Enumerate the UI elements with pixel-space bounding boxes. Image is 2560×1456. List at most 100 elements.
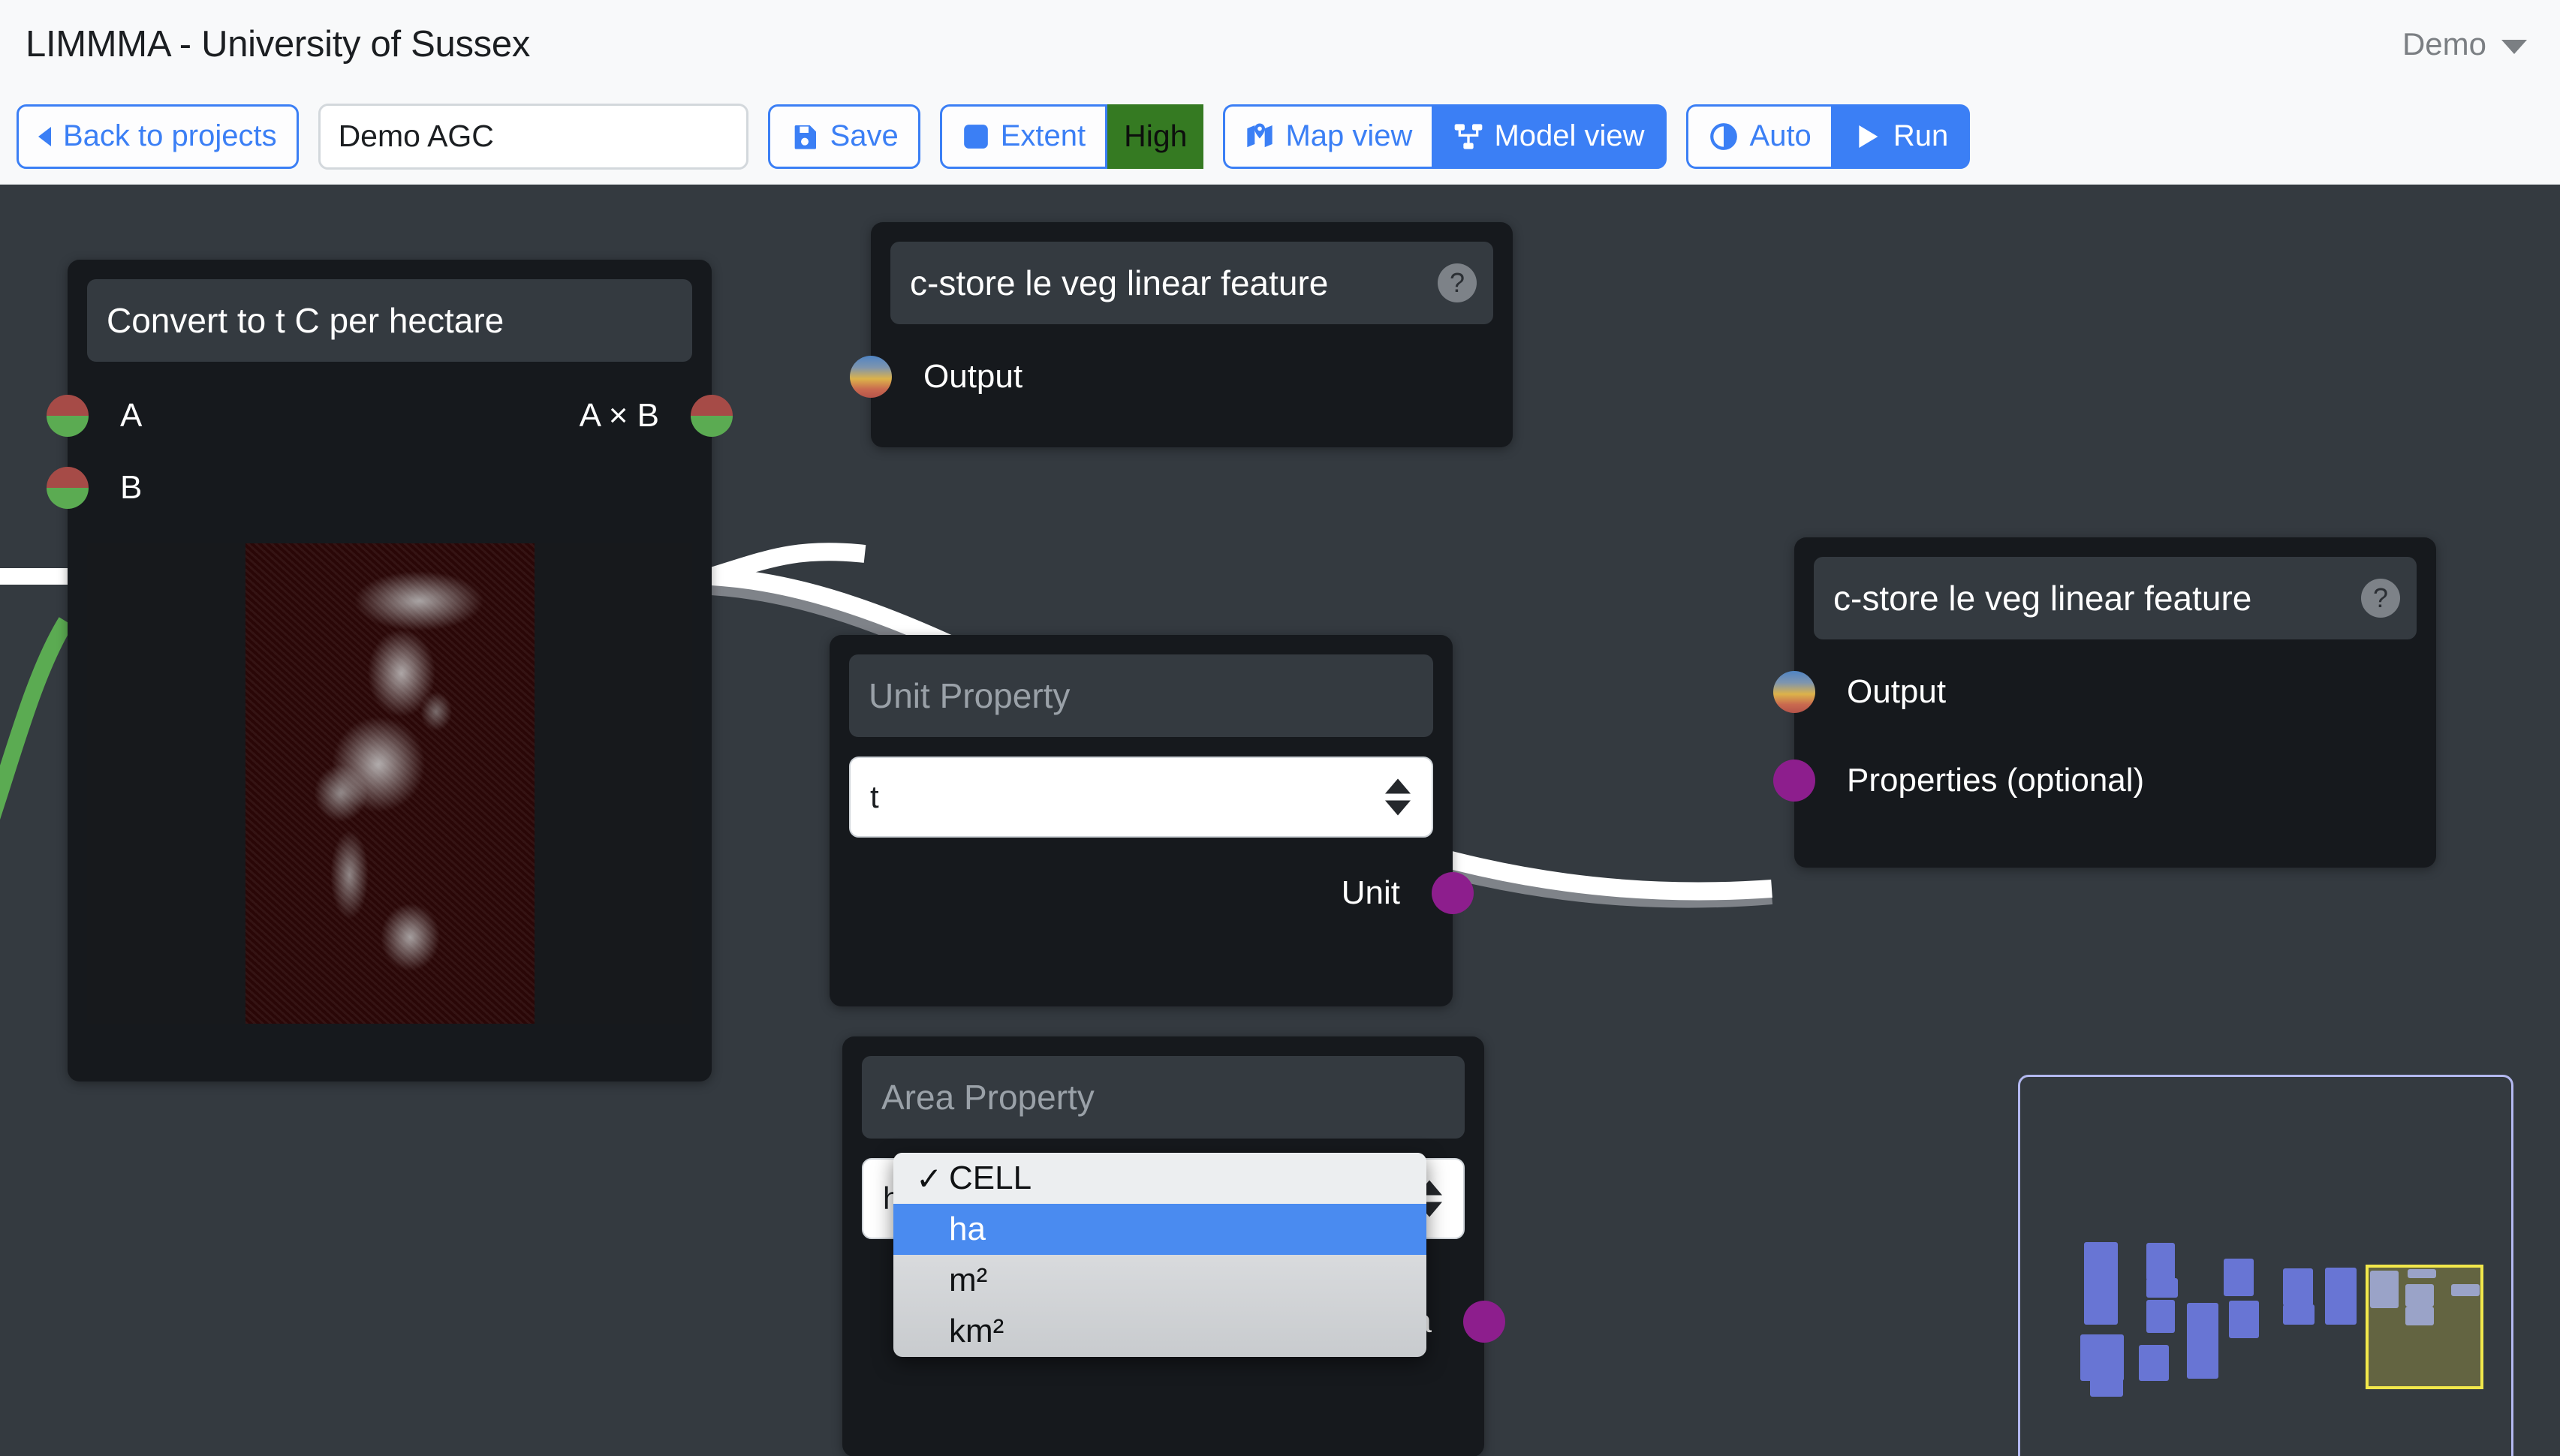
port-row-axb[interactable]: A × B [68, 380, 733, 452]
dropdown-option-label: m² [949, 1262, 988, 1298]
floppy-disk-icon [790, 122, 820, 152]
run-group: Auto Run [1685, 104, 1971, 169]
raster-preview-image [245, 543, 535, 1024]
node-graph-icon [1453, 122, 1483, 152]
unit-select-wrap: t [849, 757, 1433, 838]
chevron-left-icon [38, 126, 51, 146]
toggle-half-icon [1708, 121, 1739, 152]
extent-button[interactable]: Extent [939, 104, 1108, 169]
node-title-text: c-store le veg linear feature [1833, 579, 2252, 618]
model-canvas[interactable]: Convert to t C per hectare A A × B B c-s… [0, 185, 2560, 1456]
minimap-node [2224, 1259, 2254, 1296]
minimap-node [2325, 1268, 2357, 1325]
port-row-a[interactable]: A [47, 380, 712, 452]
node-title-text: c-store le veg linear feature [910, 263, 1329, 302]
node-title[interactable]: c-store le veg linear feature ? [890, 242, 1493, 324]
square-icon [962, 122, 990, 151]
node-title-area-property[interactable]: Area Property [862, 1056, 1465, 1139]
dropdown-option-ha[interactable]: ha [893, 1204, 1426, 1255]
minimap-node [2090, 1379, 2123, 1397]
minimap-node [2080, 1334, 2124, 1381]
port-output[interactable] [850, 356, 892, 398]
back-to-projects-button[interactable]: Back to projects [17, 104, 299, 169]
help-icon[interactable]: ? [1438, 263, 1477, 302]
minimap-panel[interactable] [2018, 1075, 2513, 1456]
chevron-down-icon [2501, 39, 2527, 54]
app-header: LIMMMA - University of Sussex Demo [0, 0, 2560, 89]
port-unit[interactable] [1432, 872, 1474, 914]
minimap-node [2139, 1345, 2169, 1381]
port-axb-label: A × B [579, 397, 659, 434]
area-unit-dropdown-menu[interactable]: ✓ CELL ha m² km² [893, 1153, 1426, 1357]
dropdown-option-label: CELL [949, 1160, 1032, 1196]
dropdown-option-label: km² [949, 1313, 1004, 1349]
model-view-label: Model view [1494, 119, 1645, 152]
minimap-node [2146, 1278, 2178, 1298]
minimap-node [2146, 1300, 2175, 1333]
dropdown-option-km2[interactable]: km² [893, 1306, 1426, 1357]
node-title[interactable]: Convert to t C per hectare [87, 279, 692, 362]
help-icon[interactable]: ? [2361, 579, 2400, 618]
auto-label: Auto [1749, 119, 1812, 152]
back-to-projects-label: Back to projects [63, 119, 277, 152]
port-row-properties[interactable]: Properties (optional) [1773, 745, 2436, 817]
user-menu-button[interactable]: Demo [2402, 26, 2527, 62]
project-name-input[interactable] [318, 103, 748, 170]
port-properties-label: Properties (optional) [1847, 762, 2145, 799]
minimap-node [2283, 1304, 2315, 1325]
port-a[interactable] [47, 395, 89, 437]
minimap-node [2146, 1243, 2175, 1280]
node-cstore-le-veg-linear-feature-top[interactable]: c-store le veg linear feature ? Output [850, 222, 1513, 447]
dropdown-option-cell[interactable]: ✓ CELL [893, 1153, 1426, 1204]
map-view-label: Map view [1285, 119, 1413, 152]
toolbar: Back to projects Save Extent High Map vi… [0, 89, 2560, 185]
extent-label: Extent [1000, 119, 1086, 152]
run-button[interactable]: Run [1830, 104, 1971, 169]
play-icon [1853, 122, 1883, 152]
minimap-node [2084, 1242, 2118, 1325]
save-label: Save [830, 119, 899, 152]
minimap-node-in-view [2405, 1284, 2434, 1307]
port-output[interactable] [1773, 671, 1815, 713]
stepper-icon[interactable] [1385, 778, 1411, 816]
port-axb[interactable] [691, 395, 733, 437]
port-b-label: B [120, 469, 143, 506]
node-cstore-le-veg-linear-feature-right[interactable]: c-store le veg linear feature ? Output P… [1773, 537, 2436, 868]
dropdown-option-m2[interactable]: m² [893, 1255, 1426, 1306]
node-title[interactable]: c-store le veg linear feature ? [1814, 557, 2417, 639]
edge-axb-to-cstore-top [709, 543, 866, 585]
minimap-node-in-view [2370, 1271, 2399, 1308]
port-area[interactable] [1463, 1301, 1505, 1343]
model-view-button[interactable]: Model view [1432, 104, 1667, 169]
map-pin-icon [1245, 122, 1275, 152]
auto-toggle-button[interactable]: Auto [1685, 104, 1831, 169]
minimap-node [2187, 1357, 2218, 1379]
port-output-label: Output [1847, 673, 1947, 710]
port-output-label: Output [923, 358, 1023, 395]
resolution-quality-badge[interactable]: High [1107, 104, 1204, 169]
node-convert-to-t-c-per-hectare[interactable]: Convert to t C per hectare A A × B B [47, 260, 733, 1081]
node-unit-property[interactable]: Unit Property t Unit [830, 635, 1474, 1006]
port-properties[interactable] [1773, 760, 1815, 802]
port-unit-label: Unit [1341, 874, 1400, 911]
run-label: Run [1893, 119, 1949, 152]
minimap-node [2283, 1268, 2313, 1306]
minimap-node-in-view [2451, 1284, 2480, 1296]
port-row-output[interactable]: Output [1773, 656, 2436, 728]
minimap-node [2229, 1301, 2259, 1338]
port-row-unit[interactable]: Unit [830, 857, 1474, 929]
port-row-b[interactable]: B [47, 452, 712, 524]
node-title-unit-property[interactable]: Unit Property [849, 654, 1433, 737]
unit-select[interactable]: t [849, 757, 1433, 838]
edge-into-b [0, 617, 74, 820]
user-menu-label: Demo [2402, 26, 2486, 62]
minimap-node-in-view [2405, 1307, 2434, 1325]
port-b[interactable] [47, 467, 89, 509]
minimap-node-in-view [2408, 1269, 2436, 1278]
map-view-button[interactable]: Map view [1223, 104, 1432, 169]
view-mode-group: Map view Model view [1223, 104, 1667, 169]
minimap-viewport[interactable] [2366, 1265, 2483, 1389]
save-button[interactable]: Save [767, 104, 920, 169]
port-row-output[interactable]: Output [850, 341, 1513, 413]
page-title: LIMMMA - University of Sussex [26, 24, 531, 65]
